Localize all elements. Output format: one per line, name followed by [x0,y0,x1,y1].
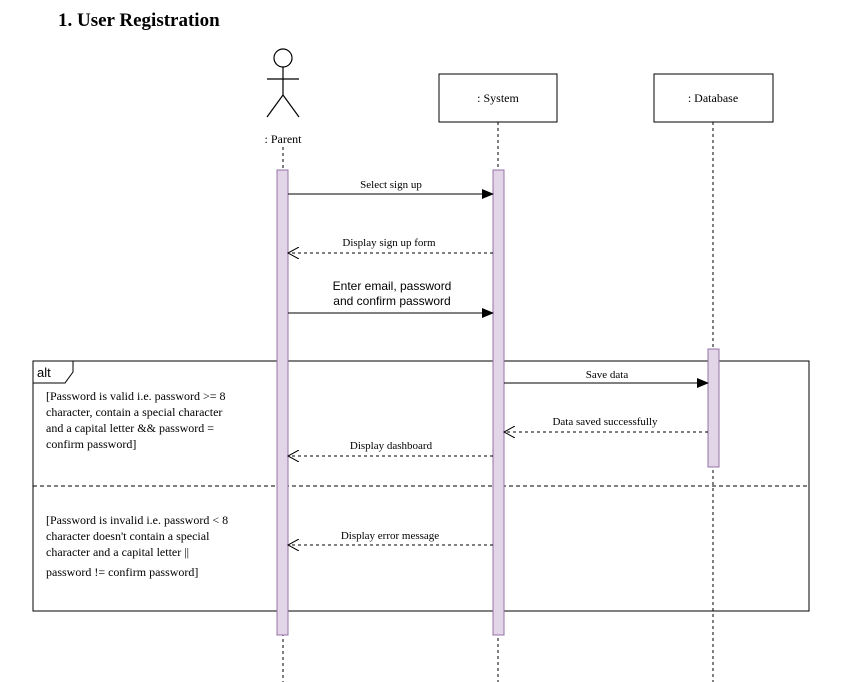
message-label-display-sign-up-form: Display sign up form [342,237,436,249]
actor-parent [266,48,300,118]
alt-fragment-keyword: alt [37,365,51,380]
guard-invalid-line-1: [Password is invalid i.e. password < 8 [46,513,228,527]
message-label-display-dashboard: Display dashboard [350,440,433,452]
activation-bar-parent [276,169,289,636]
message-label-select-sign-up: Select sign up [360,179,422,191]
activation-bar-system [492,169,505,636]
message-label-data-saved: Data saved successfully [552,416,658,428]
guard-valid-line-2: character, contain a special character [46,405,222,419]
message-label-display-error: Display error message [341,530,439,542]
alt-guard-valid: [Password is valid i.e. password >= 8 ch… [46,389,226,451]
message-label-save-data: Save data [586,369,629,381]
page-title: 1. User Registration [58,10,220,31]
guard-valid-line-1: [Password is valid i.e. password >= 8 [46,389,226,403]
message-label-enter-credentials-line-1: Enter email, password [333,279,452,293]
guard-valid-line-3: and a capital letter && password = [46,421,214,435]
alt-fragment-tab [32,360,74,384]
alt-guard-invalid: [Password is invalid i.e. password < 8 c… [46,513,228,579]
guard-invalid-line-4: password != confirm password] [46,565,198,579]
activation-bar-database [707,348,720,468]
guard-invalid-line-2: character doesn't contain a special [46,529,210,543]
participant-box-database [653,73,774,123]
participant-box-system [438,73,558,123]
participant-label-system: : System [477,91,519,105]
guard-valid-line-4: confirm password] [46,437,136,451]
guard-invalid-line-3: character and a capital letter || [46,545,189,559]
participant-label-database: : Database [688,91,738,105]
participant-label-parent: : Parent [265,132,303,146]
message-label-enter-credentials-line-2: and confirm password [333,294,450,308]
